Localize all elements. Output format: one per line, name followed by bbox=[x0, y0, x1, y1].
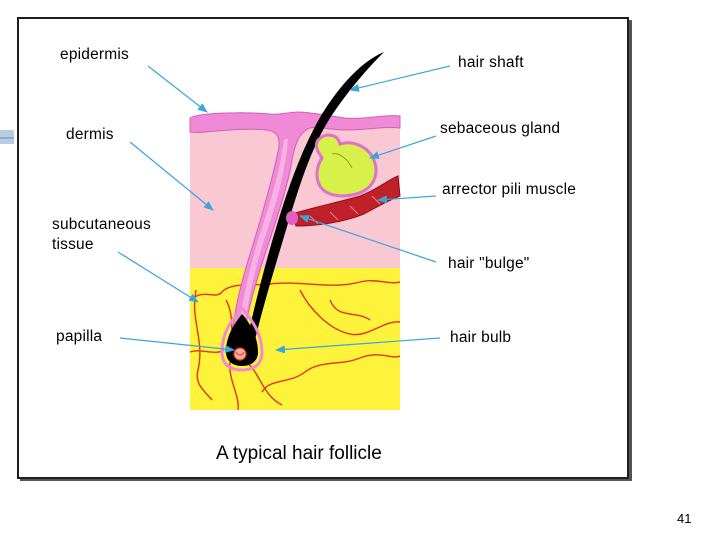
label-sebaceous-gland: sebaceous gland bbox=[440, 120, 561, 137]
arrow-arrector-pili bbox=[377, 195, 437, 204]
hair-bulb-outline bbox=[220, 305, 264, 372]
figure-shadow-bottom bbox=[20, 478, 632, 481]
label-subcutaneous: subcutaneous bbox=[52, 216, 151, 233]
slide-accent-line bbox=[0, 137, 14, 139]
arrow-sebaceous-gland bbox=[369, 135, 437, 159]
arrow-hair-shaft bbox=[349, 65, 451, 92]
hair-bulge-shape bbox=[286, 211, 298, 225]
arrow-epidermis bbox=[147, 65, 208, 113]
inner-root-sheath bbox=[238, 138, 288, 342]
epidermis-layer bbox=[189, 111, 401, 346]
pointer-arrows bbox=[117, 65, 451, 354]
label-papilla: papilla bbox=[56, 328, 103, 345]
label-hair-bulge: hair "bulge" bbox=[448, 255, 530, 272]
arrow-dermis bbox=[129, 141, 214, 211]
label-dermis: dermis bbox=[66, 126, 114, 143]
sebaceous-gland-shape bbox=[314, 133, 378, 198]
papilla-shape bbox=[233, 347, 247, 361]
subcutaneous-layer bbox=[190, 268, 400, 410]
arrow-subcutaneous bbox=[117, 251, 199, 303]
figure-shadow-right bbox=[628, 20, 632, 481]
label-tissue: tissue bbox=[52, 236, 94, 253]
hair-shaft bbox=[246, 52, 384, 344]
blood-vessels bbox=[189, 280, 401, 411]
figure-caption: A typical hair follicle bbox=[216, 443, 382, 464]
page-number: 41 bbox=[677, 511, 692, 526]
arrow-hair-bulb bbox=[275, 337, 441, 354]
muscle-striations bbox=[309, 195, 381, 225]
label-hair-bulb: hair bulb bbox=[450, 329, 512, 346]
label-hair-shaft: hair shaft bbox=[458, 54, 524, 71]
sebaceous-gland-inner bbox=[331, 153, 353, 169]
papilla-vessel bbox=[235, 351, 245, 356]
arrow-papilla bbox=[119, 337, 235, 354]
arrow-hair-bulge bbox=[299, 215, 437, 263]
label-arrector-pili-muscle: arrector pili muscle bbox=[442, 181, 577, 198]
label-epidermis: epidermis bbox=[60, 46, 129, 63]
arrector-pili-muscle-shape bbox=[291, 175, 401, 227]
